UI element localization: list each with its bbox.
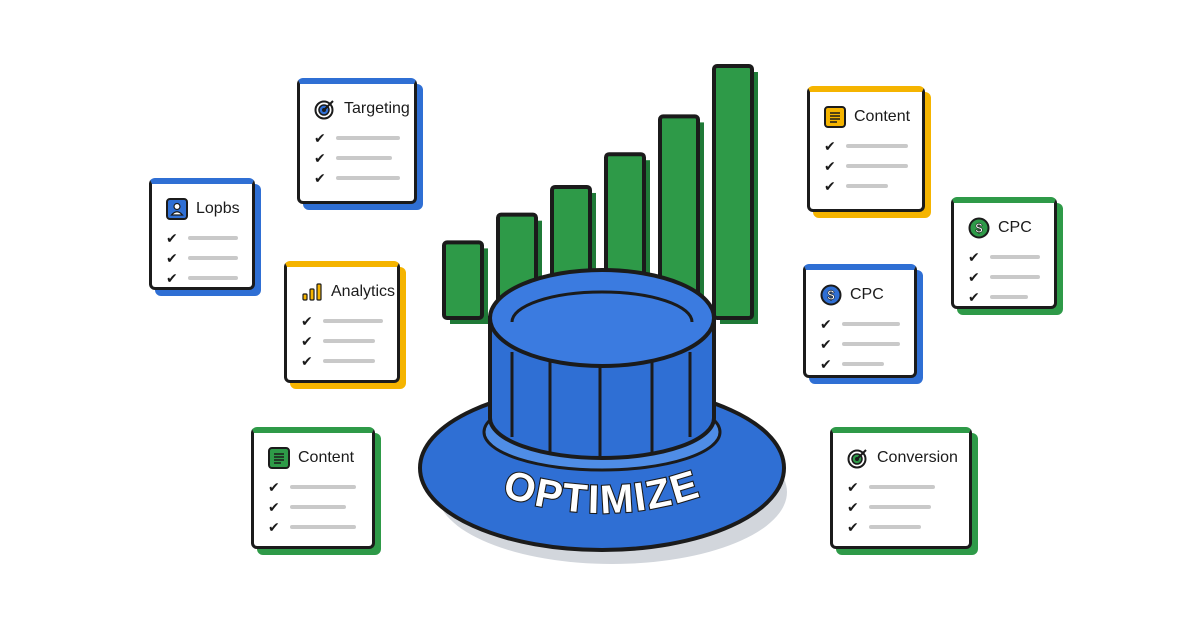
card-title: Analytics <box>331 283 396 300</box>
list-item: ✔ <box>268 497 358 517</box>
check-icon: ✔ <box>847 519 859 535</box>
document-icon <box>268 447 290 469</box>
list-item: ✔ <box>968 247 1040 267</box>
card-conversion: Conversion ✔ ✔ ✔ <box>830 427 972 549</box>
dollar-icon: $ <box>968 217 990 239</box>
check-icon: ✔ <box>268 479 280 495</box>
list-item: ✔ <box>166 228 238 248</box>
svg-text:$: $ <box>975 221 983 236</box>
target-icon <box>314 98 336 120</box>
svg-text:$: $ <box>827 288 835 303</box>
check-icon: ✔ <box>301 313 313 329</box>
list-item: ✔ <box>314 168 400 188</box>
card-title: Lopbs <box>196 200 240 217</box>
list-item: ✔ <box>268 517 358 537</box>
growth-bar <box>442 240 484 320</box>
dial-knob-top <box>488 268 716 368</box>
check-icon: ✔ <box>847 499 859 515</box>
check-icon: ✔ <box>820 356 832 372</box>
check-icon: ✔ <box>301 353 313 369</box>
card-title: Targeting <box>344 100 410 117</box>
bar-chart-icon <box>301 281 323 303</box>
card-title: CPC <box>850 286 884 303</box>
list-item: ✔ <box>820 334 900 354</box>
list-item: ✔ <box>824 136 908 156</box>
check-icon: ✔ <box>314 170 326 186</box>
card-lopbs: Lopbs ✔ ✔ ✔ <box>149 178 255 290</box>
list-item: ✔ <box>301 311 383 331</box>
list-item: ✔ <box>166 268 238 288</box>
check-icon: ✔ <box>314 150 326 166</box>
check-icon: ✔ <box>820 336 832 352</box>
list-item: ✔ <box>968 267 1040 287</box>
card-title: Content <box>298 449 355 466</box>
card-targeting: Targeting ✔ ✔ ✔ <box>297 78 417 204</box>
check-icon: ✔ <box>968 269 980 285</box>
list-item: ✔ <box>314 128 400 148</box>
check-icon: ✔ <box>166 270 178 286</box>
person-icon <box>166 198 188 220</box>
card-content-right: Content ✔ ✔ ✔ <box>807 86 925 212</box>
growth-bar <box>712 64 754 320</box>
check-icon: ✔ <box>820 316 832 332</box>
card-content-left: Content ✔ ✔ ✔ <box>251 427 375 549</box>
check-icon: ✔ <box>824 178 836 194</box>
card-analytics: Analytics ✔ ✔ ✔ <box>284 261 400 383</box>
list-item: ✔ <box>268 477 358 497</box>
list-item: ✔ <box>968 287 1040 307</box>
list-item: ✔ <box>847 497 955 517</box>
check-icon: ✔ <box>824 138 836 154</box>
list-item: ✔ <box>847 517 955 537</box>
dollar-icon: $ <box>820 284 842 306</box>
check-icon: ✔ <box>824 158 836 174</box>
list-item: ✔ <box>820 354 900 374</box>
list-item: ✔ <box>301 331 383 351</box>
check-icon: ✔ <box>847 479 859 495</box>
card-cpc-middle: $ CPC ✔ ✔ ✔ <box>803 264 917 378</box>
card-title: CPC <box>998 219 1032 236</box>
list-item: ✔ <box>824 176 908 196</box>
document-icon <box>824 106 846 128</box>
list-item: ✔ <box>847 477 955 497</box>
check-icon: ✔ <box>968 249 980 265</box>
list-item: ✔ <box>824 156 908 176</box>
card-cpc-right: $ CPC ✔ ✔ ✔ <box>951 197 1057 309</box>
check-icon: ✔ <box>166 250 178 266</box>
check-icon: ✔ <box>268 499 280 515</box>
list-item: ✔ <box>301 351 383 371</box>
check-icon: ✔ <box>968 289 980 305</box>
check-icon: ✔ <box>268 519 280 535</box>
check-icon: ✔ <box>301 333 313 349</box>
target-icon <box>847 447 869 469</box>
check-icon: ✔ <box>166 230 178 246</box>
list-item: ✔ <box>314 148 400 168</box>
card-title: Content <box>854 108 911 125</box>
card-title: Conversion <box>877 449 958 466</box>
list-item: ✔ <box>820 314 900 334</box>
check-icon: ✔ <box>314 130 326 146</box>
list-item: ✔ <box>166 248 238 268</box>
